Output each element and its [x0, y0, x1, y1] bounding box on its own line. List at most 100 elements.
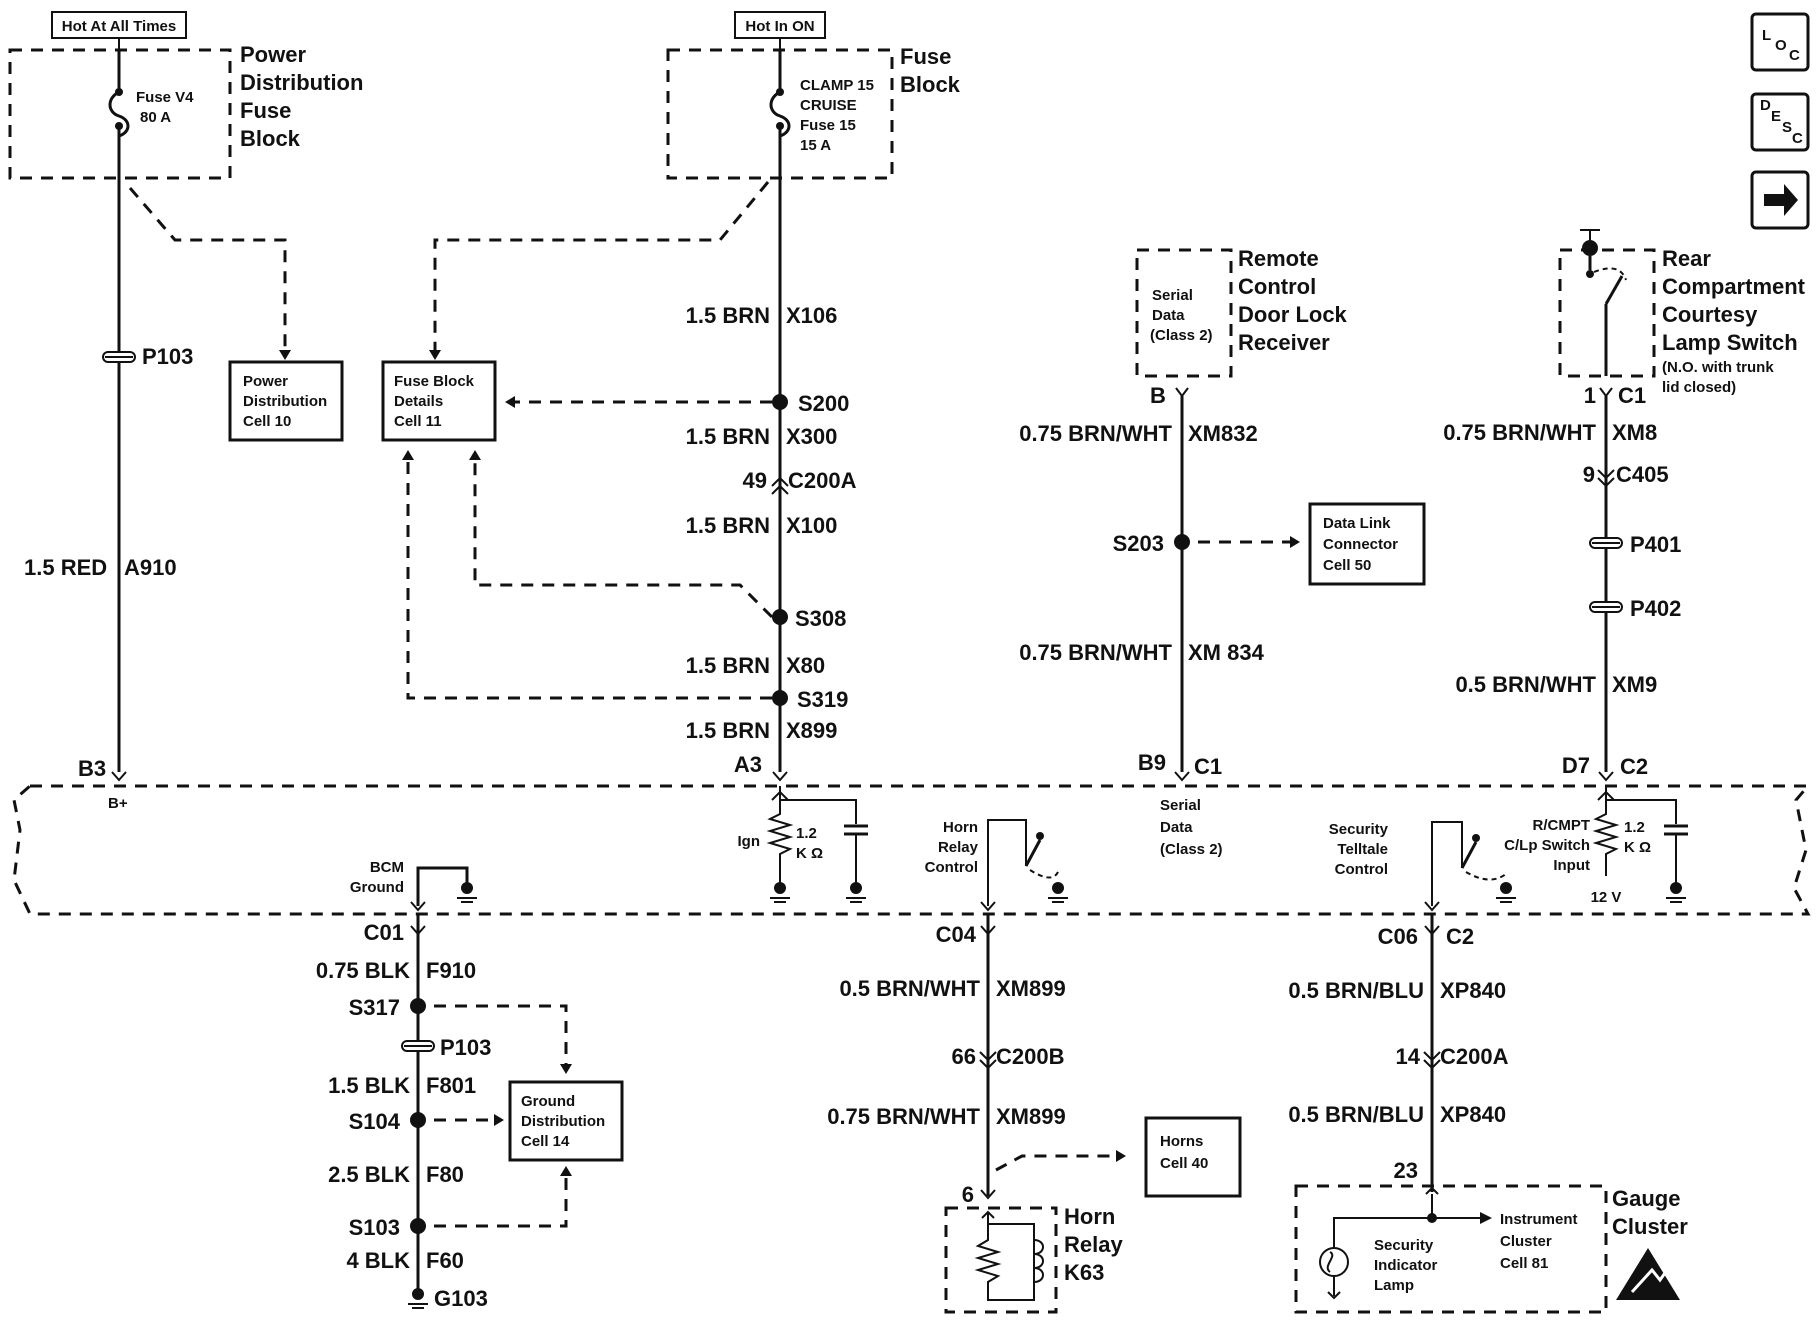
ground-icon	[1496, 882, 1516, 903]
instrument-cluster-cell-ref[interactable]: Instrument Cluster Cell 81	[1500, 1211, 1578, 1272]
svg-text:C405: C405	[1616, 462, 1669, 487]
svg-text:Lamp Switch: Lamp Switch	[1662, 330, 1798, 355]
svg-text:Serial: Serial	[1160, 797, 1201, 814]
svg-text:P401: P401	[1630, 532, 1681, 557]
svg-text:4 BLK: 4 BLK	[346, 1248, 410, 1273]
svg-text:Compartment: Compartment	[1662, 274, 1806, 299]
svg-text:C1: C1	[1194, 754, 1222, 779]
svg-text:Lamp: Lamp	[1374, 1277, 1414, 1294]
svg-text:Connector: Connector	[1323, 536, 1398, 553]
svg-text:C200B: C200B	[996, 1044, 1064, 1069]
svg-text:Cell 81: Cell 81	[1500, 1255, 1548, 1272]
hot-at-all-times-label: Hot At All Times	[51, 11, 187, 39]
ground-icon	[770, 882, 790, 903]
svg-text:K63: K63	[1064, 1260, 1104, 1285]
svg-text:Fuse: Fuse	[900, 44, 951, 69]
horn-relay-k63: Horn Relay K63	[944, 1204, 1123, 1314]
svg-text:0.75 BRN/WHT: 0.75 BRN/WHT	[1019, 421, 1172, 446]
svg-text:Hot At All Times: Hot At All Times	[62, 18, 176, 35]
svg-text:Details: Details	[394, 393, 443, 410]
svg-text:1.5 BRN: 1.5 BRN	[686, 424, 770, 449]
svg-text:A910: A910	[124, 555, 177, 580]
svg-text:0.5 BRN/BLU: 0.5 BRN/BLU	[1288, 978, 1424, 1003]
svg-text:S103: S103	[349, 1215, 400, 1240]
svg-text:1.5 RED: 1.5 RED	[24, 555, 107, 580]
svg-text:S200: S200	[798, 391, 849, 416]
svg-text:Rear: Rear	[1662, 246, 1711, 271]
svg-text:XM899: XM899	[996, 1104, 1066, 1129]
fuse-block-details-cell-ref[interactable]: Fuse Block Details Cell 11	[381, 360, 497, 442]
svg-text:80 A: 80 A	[140, 109, 171, 126]
svg-text:Instrument: Instrument	[1500, 1211, 1578, 1228]
svg-text:BCM: BCM	[370, 859, 404, 876]
svg-text:Relay: Relay	[938, 839, 979, 856]
svg-text:Courtesy: Courtesy	[1662, 302, 1758, 327]
svg-text:Block: Block	[900, 72, 961, 97]
svg-text:Power: Power	[240, 42, 306, 67]
svg-text:Cluster: Cluster	[1612, 1214, 1688, 1239]
svg-text:C200A: C200A	[1440, 1044, 1509, 1069]
svg-text:14: 14	[1396, 1044, 1421, 1069]
switch-icon	[1024, 839, 1042, 867]
svg-text:Horns: Horns	[1160, 1133, 1203, 1150]
svg-text:0.75 BRN/WHT: 0.75 BRN/WHT	[1443, 420, 1596, 445]
data-link-connector-cell-ref[interactable]: Data Link Connector Cell 50	[1308, 502, 1426, 586]
ground-distribution-cell-ref[interactable]: Ground Distribution Cell 14	[508, 1080, 624, 1162]
svg-text:(N.O. with trunk: (N.O. with trunk	[1662, 359, 1774, 376]
loc-button[interactable]: L O C	[1750, 12, 1810, 72]
next-arrow-icon	[1764, 184, 1798, 216]
horns-cell-ref[interactable]: Horns Cell 40	[1144, 1116, 1242, 1198]
svg-text:Data Link: Data Link	[1323, 515, 1391, 532]
svg-text:XM832: XM832	[1188, 421, 1258, 446]
svg-text:Cell 10: Cell 10	[243, 413, 291, 430]
lamp-icon	[1319, 1247, 1349, 1277]
svg-text:Distribution: Distribution	[521, 1113, 605, 1130]
svg-text:X80: X80	[786, 653, 825, 678]
resistor-icon	[974, 1224, 1002, 1300]
svg-text:XM8: XM8	[1612, 420, 1657, 445]
svg-text:A3: A3	[734, 752, 762, 777]
svg-text:1.5 BRN: 1.5 BRN	[686, 303, 770, 328]
desc-button[interactable]: D E S C	[1750, 92, 1810, 152]
power-distribution-cell-ref[interactable]: Power Distribution Cell 10	[228, 360, 344, 442]
svg-text:Control: Control	[1238, 274, 1316, 299]
svg-text:C: C	[1789, 47, 1800, 64]
svg-text:XP840: XP840	[1440, 978, 1506, 1003]
svg-text:Gauge: Gauge	[1612, 1186, 1680, 1211]
ground-icon	[457, 882, 477, 903]
svg-text:1.2: 1.2	[796, 825, 817, 842]
svg-text:6: 6	[962, 1182, 974, 1207]
svg-text:(Class 2): (Class 2)	[1160, 841, 1223, 858]
svg-text:S104: S104	[349, 1109, 401, 1134]
svg-text:Fuse V4: Fuse V4	[136, 89, 194, 106]
svg-text:L: L	[1762, 27, 1771, 44]
ground-icon	[408, 1288, 428, 1309]
svg-text:Block: Block	[240, 126, 301, 151]
svg-text:12 V: 12 V	[1591, 889, 1622, 906]
resistor-icon	[1592, 800, 1620, 876]
svg-text:(Class 2): (Class 2)	[1150, 327, 1213, 344]
fuse-block: Fuse Block CLAMP 15 CRUISE Fuse 15 15 A	[666, 44, 961, 180]
svg-text:X100: X100	[786, 513, 837, 538]
svg-text:D7: D7	[1562, 753, 1590, 778]
svg-text:Cell 11: Cell 11	[394, 413, 442, 430]
ground-icon	[1666, 882, 1686, 903]
svg-text:Cluster: Cluster	[1500, 1233, 1552, 1250]
svg-text:Remote: Remote	[1238, 246, 1319, 271]
svg-text:C01: C01	[364, 920, 404, 945]
svg-text:XP840: XP840	[1440, 1102, 1506, 1127]
p103-pass-through: P103	[102, 344, 193, 369]
svg-text:P103: P103	[440, 1035, 491, 1060]
power-distribution-fuse-block: Power Distribution Fuse Block Fuse V4 80…	[8, 42, 363, 180]
svg-text:2.5 BLK: 2.5 BLK	[328, 1162, 410, 1187]
svg-text:R/CMPT: R/CMPT	[1533, 817, 1591, 834]
svg-text:Indicator: Indicator	[1374, 1257, 1438, 1274]
svg-text:O: O	[1775, 37, 1787, 54]
svg-text:F910: F910	[426, 958, 476, 983]
svg-text:S: S	[1782, 119, 1792, 136]
svg-text:Ground: Ground	[521, 1093, 575, 1110]
esd-warning-icon	[1616, 1248, 1680, 1300]
next-button[interactable]	[1750, 170, 1810, 230]
svg-text:S319: S319	[797, 687, 848, 712]
